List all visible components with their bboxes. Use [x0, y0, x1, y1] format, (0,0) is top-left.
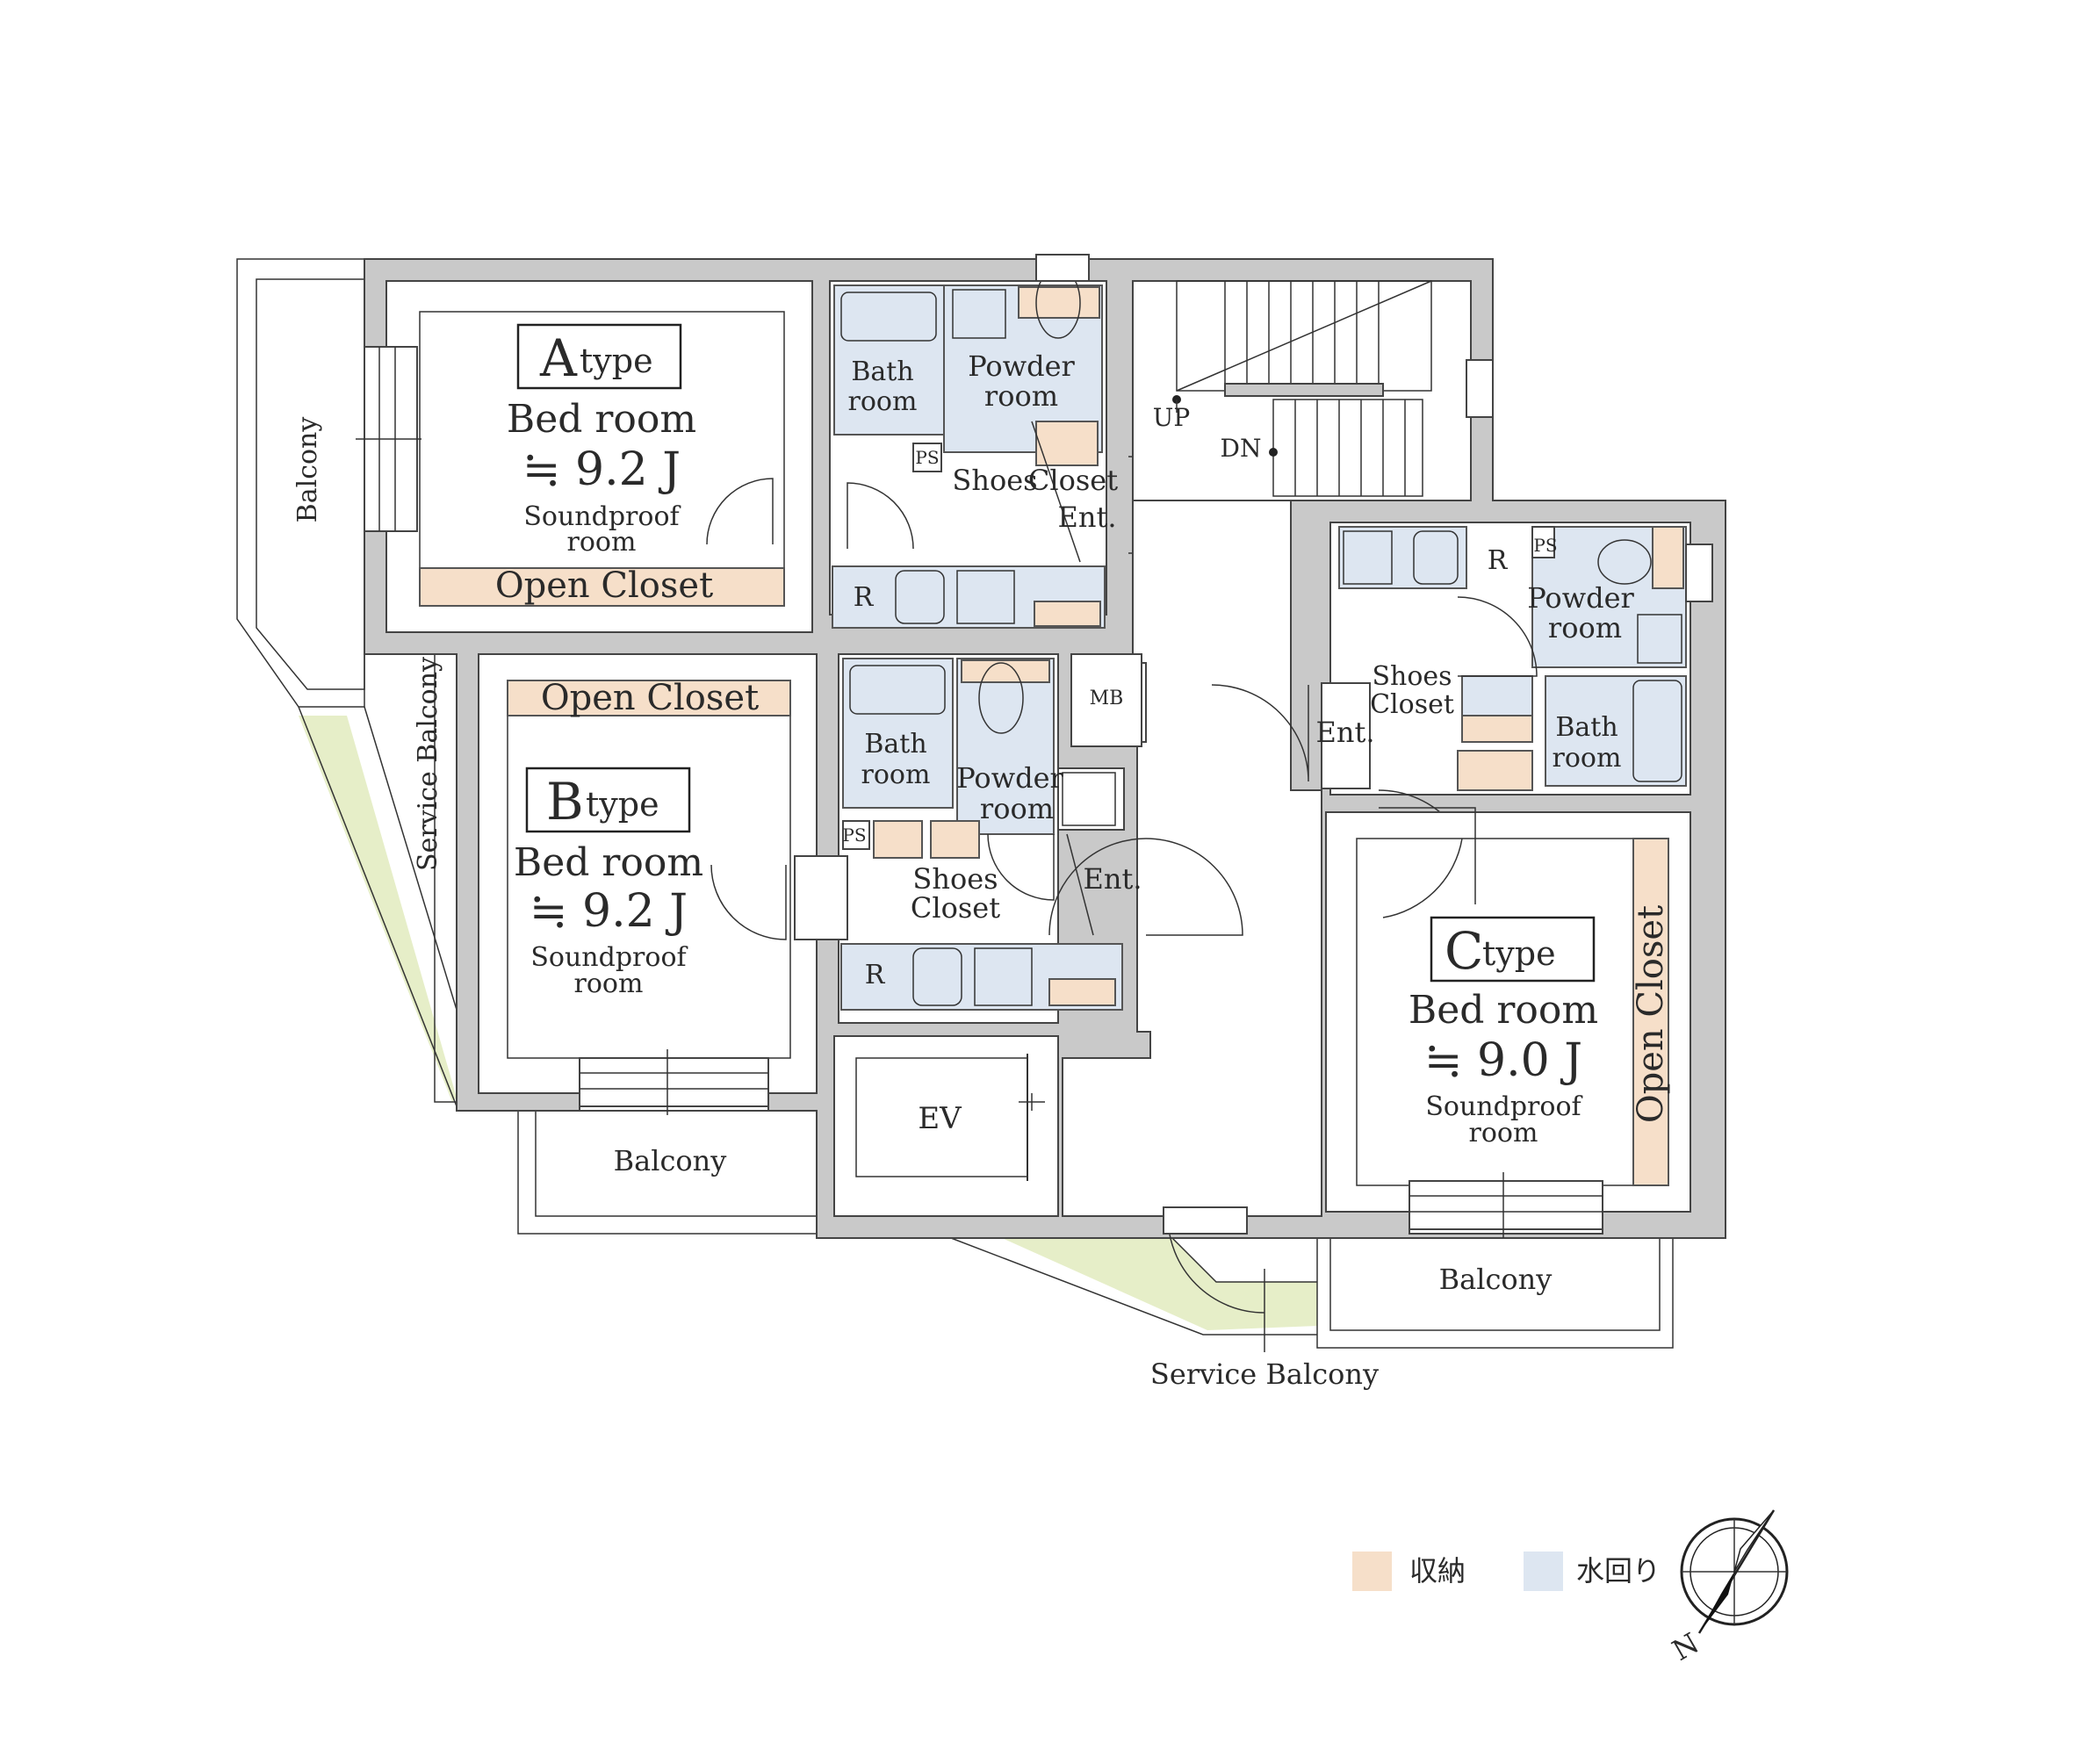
unit-a-closet-label: Closet	[1028, 464, 1118, 497]
unit-c-bath-label: Bath	[1555, 712, 1617, 743]
unit-b-ent-label: Ent.	[1084, 862, 1142, 896]
balcony-c-label: Balcony	[1439, 1263, 1553, 1296]
unit-a-powder-room-label: room	[984, 379, 1058, 413]
unit-a-room-word: room	[567, 527, 637, 558]
unit-b-room-word: room	[574, 968, 644, 999]
legend: 収納 水回り	[1352, 1552, 1661, 1591]
unit-a-soundproof: Soundproof	[523, 501, 681, 532]
legend-wet-swatch	[1524, 1552, 1563, 1591]
unit-b-powder-room-label: room	[980, 792, 1054, 825]
compass-icon	[1680, 1509, 1789, 1634]
unit-c-open-closet: Open Closet	[1631, 905, 1671, 1123]
unit-b-shoes-label: Shoes	[912, 862, 998, 896]
unit-a-powder-label: Powder	[968, 349, 1075, 383]
balcony-a-label: Balcony	[292, 417, 323, 523]
unit-b-closet-label: Closet	[911, 891, 1000, 925]
unit-a-ps-label: PS	[915, 447, 939, 468]
service-balcony-left-label: Service Balcony	[413, 657, 443, 871]
unit-b-type-letter: B	[546, 772, 584, 832]
unit-c-soundproof: Soundproof	[1425, 1091, 1582, 1122]
unit-b-bedroom-label: Bed room	[514, 840, 703, 885]
unit-c	[1321, 522, 1713, 1235]
unit-c-powder-room-label: room	[1548, 611, 1622, 644]
mb-label: MB	[1090, 688, 1124, 709]
unit-b-r-label: R	[865, 960, 886, 990]
unit-b-open-closet: Open Closet	[541, 678, 759, 718]
unit-a-bath-room-label: room	[848, 386, 918, 417]
service-balcony-bottom-label: Service Balcony	[1150, 1357, 1379, 1391]
unit-a	[364, 254, 1226, 633]
unit-c-bath-room-label: room	[1553, 743, 1622, 774]
unit-b-soundproof: Soundproof	[530, 942, 688, 973]
stairs-dn-label: DN	[1221, 434, 1262, 463]
service-balcony-bottom	[939, 1233, 1317, 1352]
unit-a-type-badge	[516, 323, 682, 390]
unit-b-powder-label: Powder	[956, 761, 1063, 795]
unit-b	[478, 653, 1147, 1112]
unit-b-type-badge	[525, 767, 691, 833]
legend-storage-label: 収納	[1409, 1554, 1466, 1588]
unit-a-type-word: type	[580, 342, 653, 380]
unit-a-open-closet: Open Closet	[495, 565, 713, 606]
unit-b-bath-room-label: room	[861, 760, 931, 790]
unit-c-ent-label: Ent.	[1316, 716, 1375, 749]
unit-c-size: ≒ 9.0 J	[1424, 1034, 1582, 1087]
unit-c-type-badge	[1430, 916, 1596, 983]
unit-c-closet-label: Closet	[1370, 689, 1454, 720]
balcony-b-label: Balcony	[614, 1144, 727, 1177]
unit-a-ent-label: Ent.	[1058, 500, 1117, 534]
legend-wet-label: 水回り	[1576, 1554, 1661, 1588]
unit-a-shoes-label: Shoes	[952, 464, 1037, 497]
unit-b-size: ≒ 9.2 J	[530, 885, 688, 938]
unit-a-bedroom-label: Bed room	[507, 397, 696, 442]
unit-c-type-letter: C	[1445, 921, 1483, 981]
unit-c-bedroom-label: Bed room	[1409, 988, 1598, 1033]
unit-a-size: ≒ 9.2 J	[522, 443, 681, 496]
ev-label: EV	[918, 1101, 962, 1136]
unit-a-type-letter: A	[539, 328, 578, 388]
unit-c-powder-label: Powder	[1527, 581, 1634, 615]
windows	[356, 346, 1603, 1238]
elevator	[833, 1035, 1059, 1217]
stairs-up-label: UP	[1153, 403, 1190, 432]
unit-b-ps-label: PS	[842, 824, 866, 846]
unit-a-r-label: R	[854, 582, 875, 613]
stairs	[1132, 280, 1494, 501]
unit-c-room-word: room	[1469, 1118, 1538, 1148]
balcony-a	[236, 258, 365, 708]
unit-c-type-word: type	[1482, 934, 1556, 973]
unit-a-bath-label: Bath	[851, 356, 913, 387]
unit-c-r-label: R	[1488, 545, 1509, 576]
unit-c-shoes-label: Shoes	[1372, 661, 1452, 692]
unit-b-type-word: type	[586, 785, 659, 824]
unit-b-bath-label: Bath	[864, 729, 926, 760]
unit-c-ps-label: PS	[1533, 535, 1557, 556]
legend-storage-swatch	[1352, 1552, 1392, 1591]
